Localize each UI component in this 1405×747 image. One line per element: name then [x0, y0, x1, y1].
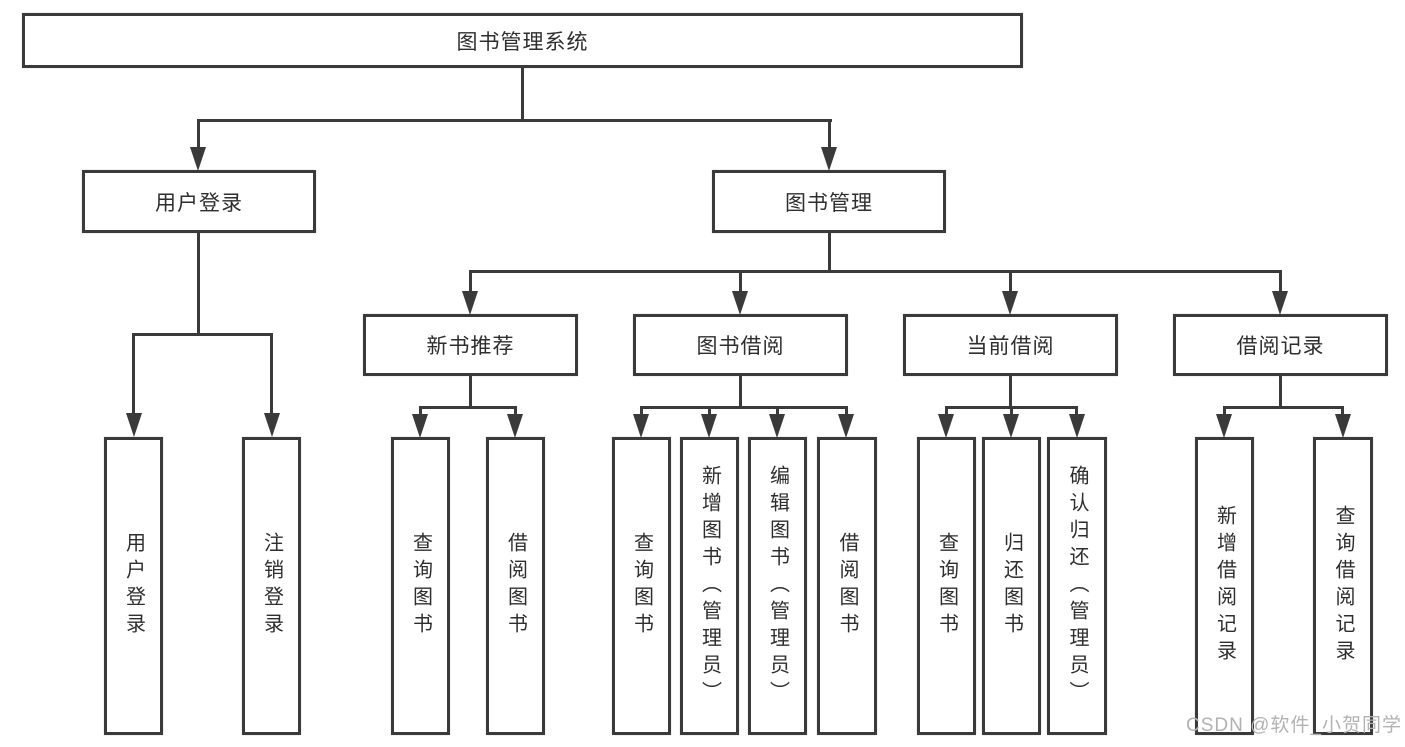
node-label: 图书管理 — [785, 191, 873, 215]
connector-line — [419, 406, 517, 409]
node-root: 图书管理系统 — [22, 13, 1023, 68]
arrow-down-icon — [633, 414, 649, 438]
node-query-borrow-record: 查询借阅记录 — [1313, 437, 1373, 735]
connector-line — [739, 376, 742, 409]
arrow-down-icon — [462, 291, 478, 315]
node-label: 查询图书 — [630, 532, 653, 640]
node-book-management: 图书管理 — [712, 170, 946, 233]
node-borrow-books-1: 借阅图书 — [486, 437, 545, 735]
arrow-down-icon — [507, 414, 523, 438]
node-confirm-return-admin: 确认归还（管理员） — [1047, 437, 1107, 735]
connector-line — [469, 270, 1282, 273]
node-user-login-leaf: 用户登录 — [104, 437, 163, 735]
node-query-books-1: 查询图书 — [391, 437, 450, 735]
node-new-book-recommend: 新书推荐 — [363, 314, 578, 376]
node-edit-book-admin: 编辑图书（管理员） — [748, 437, 807, 735]
connector-line — [1223, 406, 1226, 416]
watermark: CSDN @软件_小贺同学 — [1186, 715, 1402, 736]
arrow-down-icon — [1002, 291, 1018, 315]
arrow-down-icon — [732, 291, 748, 315]
connector-line — [514, 406, 517, 416]
node-label: 借阅记录 — [1236, 335, 1325, 358]
connector-line — [419, 406, 422, 416]
connector-line — [739, 270, 742, 294]
arrow-down-icon — [769, 414, 785, 438]
connector-line — [828, 233, 831, 272]
node-label: 用户登录 — [155, 191, 243, 215]
node-label: 查询图书 — [409, 532, 432, 640]
node-logout: 注销登录 — [242, 437, 301, 735]
connector-line — [469, 376, 472, 409]
arrow-down-icon — [821, 147, 837, 171]
arrow-down-icon — [1335, 414, 1351, 438]
connector-line — [197, 119, 200, 150]
arrow-down-icon — [838, 414, 854, 438]
node-label: 归还图书 — [1000, 532, 1023, 640]
arrow-down-icon — [938, 414, 954, 438]
node-borrow-records: 借阅记录 — [1173, 314, 1388, 376]
connector-line — [845, 406, 848, 416]
node-label: 查询图书 — [935, 532, 958, 640]
node-label: 用户登录 — [122, 532, 145, 640]
connector-line — [1341, 406, 1344, 416]
node-current-borrow: 当前借阅 — [903, 314, 1118, 376]
node-label: 编辑图书（管理员） — [766, 464, 789, 708]
node-label: 图书借阅 — [696, 335, 785, 358]
arrow-down-icon — [1216, 414, 1232, 438]
connector-line — [708, 406, 711, 416]
connector-line — [640, 406, 643, 416]
node-label: 当前借阅 — [966, 335, 1055, 358]
connector-line — [640, 406, 848, 409]
arrow-down-icon — [190, 147, 206, 171]
node-add-borrow-record: 新增借阅记录 — [1195, 437, 1254, 735]
node-query-books-2: 查询图书 — [612, 437, 671, 735]
connector-line — [1279, 376, 1282, 409]
connector-line — [197, 233, 200, 336]
connector-line — [1009, 376, 1012, 409]
node-label: 查询借阅记录 — [1332, 505, 1354, 667]
arrow-down-icon — [1003, 414, 1019, 438]
connector-line — [1223, 406, 1344, 409]
node-label: 新增借阅记录 — [1213, 505, 1236, 667]
node-user-login: 用户登录 — [82, 170, 316, 233]
connector-line — [1279, 270, 1282, 294]
connector-line — [1075, 406, 1078, 416]
connector-line — [132, 333, 135, 415]
arrow-down-icon — [701, 414, 717, 438]
arrow-down-icon — [126, 413, 142, 437]
connector-line — [776, 406, 779, 416]
node-label: 注销登录 — [260, 532, 283, 640]
connector-line — [521, 68, 524, 121]
connector-line — [197, 119, 832, 122]
arrow-down-icon — [412, 414, 428, 438]
connector-line — [1009, 270, 1012, 294]
connector-line — [469, 270, 472, 294]
arrow-down-icon — [1069, 414, 1085, 438]
node-label: 借阅图书 — [836, 532, 858, 640]
node-add-book-admin: 新增图书（管理员） — [680, 437, 739, 735]
node-label: 图书管理系统 — [456, 30, 589, 54]
node-label: 借阅图书 — [504, 532, 527, 640]
connector-line — [270, 333, 273, 415]
connector-line — [1010, 406, 1013, 416]
node-label: 新增图书（管理员） — [698, 464, 721, 708]
arrow-down-icon — [1272, 291, 1288, 315]
node-label: 确认归还（管理员） — [1066, 464, 1088, 708]
connector-line — [132, 333, 273, 336]
node-label: 新书推荐 — [426, 335, 515, 358]
node-borrow-books-2: 借阅图书 — [817, 437, 877, 735]
connector-line — [945, 406, 948, 416]
node-return-book: 归还图书 — [982, 437, 1041, 735]
node-query-books-3: 查询图书 — [917, 437, 976, 735]
connector-line — [828, 119, 831, 150]
arrow-down-icon — [264, 413, 280, 437]
node-book-borrow: 图书借阅 — [633, 314, 848, 376]
